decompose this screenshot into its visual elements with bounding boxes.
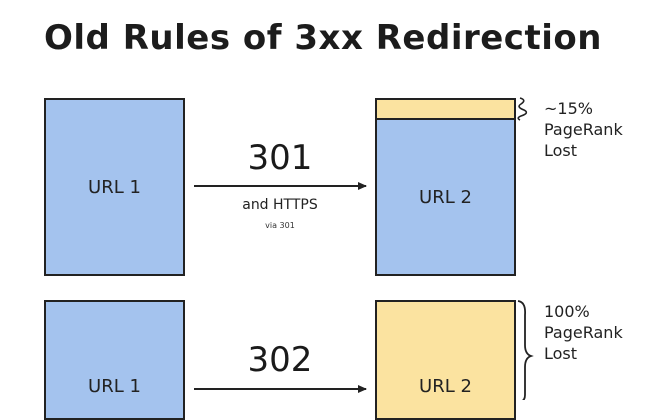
- target-url-label-row1: URL 2: [419, 186, 472, 208]
- diagram-connectors: [194, 97, 534, 400]
- lost-amount-row1: ~15%: [544, 99, 593, 118]
- lost-word-pagerank-row2: PageRank: [544, 323, 623, 342]
- target-url-label-row2: URL 2: [419, 376, 472, 397]
- lost-word-lost-row2: Lost: [544, 344, 578, 363]
- lost-word-lost-row1: Lost: [544, 141, 578, 160]
- lost-amount-row2: 100%: [544, 302, 590, 321]
- redirect-code-row1: 301: [247, 138, 313, 178]
- redirect-tinytext-row1: via 301: [265, 221, 295, 230]
- lost-bracket-row1: [517, 97, 528, 121]
- target-url-box-row1: URL 2: [375, 118, 516, 276]
- source-url-label-row1: URL 1: [88, 176, 141, 198]
- pagerank-lost-note-row2: 100% PageRank Lost: [544, 301, 623, 364]
- source-url-box-row1: URL 1: [44, 98, 185, 276]
- redirect-code-row2: 302: [247, 340, 313, 380]
- lost-bracket-row2: [517, 300, 534, 400]
- source-url-label-row2: URL 1: [88, 376, 141, 397]
- redirect-subtext-row1: and HTTPS: [242, 197, 318, 213]
- pagerank-lost-note-row1: ~15% PageRank Lost: [544, 98, 623, 161]
- lost-word-pagerank-row1: PageRank: [544, 120, 623, 139]
- diagram-title: Old Rules of 3xx Redirection: [44, 18, 602, 58]
